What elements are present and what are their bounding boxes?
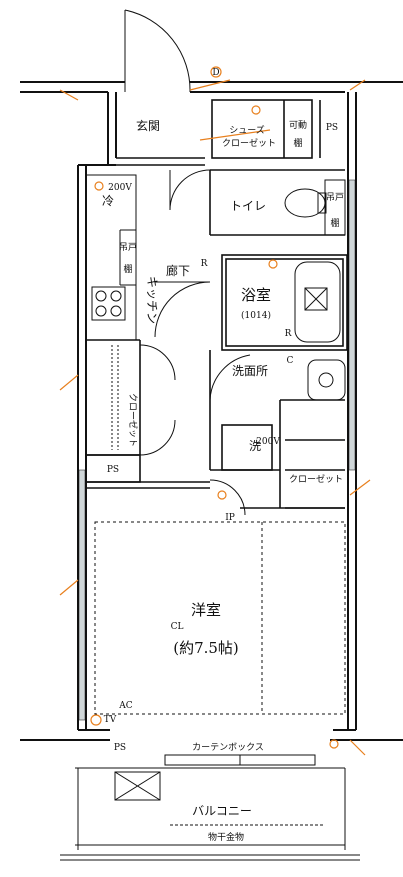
symbol-ac: AC	[118, 701, 132, 711]
label-kitchen: キッチン	[145, 276, 159, 324]
stove	[91, 286, 126, 321]
label-ps-mid: PS	[107, 465, 119, 475]
label-bathroom: 浴室	[241, 286, 271, 304]
accent-marks	[59, 66, 371, 756]
balcony-structure	[60, 767, 360, 861]
label-toilet: トイレ	[230, 199, 266, 213]
symbol-cl: CL	[171, 622, 184, 632]
label-toilet-shelf-2: 棚	[330, 217, 339, 229]
symbol-fridge-outlet: 200V	[108, 183, 132, 193]
label-curtain-box: カーテンボックス	[192, 742, 264, 753]
symbol-c: C	[287, 356, 294, 366]
label-washer: 洗	[249, 439, 261, 453]
label-balcony: バルコニー	[192, 804, 252, 818]
bathtub	[294, 261, 341, 343]
label-closet-right: クローゼット	[289, 473, 343, 485]
label-shoe-closet-1: シューズ	[229, 124, 265, 136]
label-drying-hardware: 物干金物	[208, 831, 244, 843]
right-window	[348, 179, 356, 471]
label-fridge: 冷	[102, 194, 114, 208]
label-washroom: 洗面所	[232, 364, 268, 378]
left-window	[78, 469, 86, 721]
door-swings	[139, 169, 251, 516]
label-shelf-2: 棚	[293, 137, 302, 149]
entrance-door	[124, 9, 191, 93]
sink	[307, 359, 346, 401]
label-shoe-closet-2: クローゼット	[222, 137, 276, 149]
label-western-room-size: (約7.5帖)	[173, 639, 239, 657]
symbol-ip: IP	[225, 513, 235, 523]
label-closet-left: クローゼット	[127, 393, 139, 447]
label-western-room: 洋室	[191, 601, 221, 619]
label-shelf-1: 可動	[289, 120, 307, 131]
symbol-wash-outlet: 200V	[256, 437, 280, 447]
label-ps-bottom: PS	[114, 743, 126, 753]
symbol-r2: R	[285, 329, 292, 339]
label-kitchen-cabinet-2: 棚	[123, 263, 132, 275]
symbol-tv: TV	[104, 715, 117, 725]
label-entrance: 玄関	[136, 118, 160, 133]
interior-walls	[85, 99, 348, 715]
label-kitchen-cabinet-1: 吊戸	[119, 242, 137, 253]
symbol-d: D	[212, 68, 219, 78]
label-corridor: 廊下	[166, 263, 190, 278]
sliding-doors	[164, 754, 316, 766]
label-bath-size: (1014)	[241, 310, 271, 321]
symbol-r1: R	[201, 259, 208, 269]
label-toilet-shelf-1: 吊戸	[326, 192, 344, 203]
label-ps-top: PS	[326, 123, 338, 133]
toilet-fixture	[284, 188, 327, 218]
exterior-walls	[20, 81, 403, 741]
